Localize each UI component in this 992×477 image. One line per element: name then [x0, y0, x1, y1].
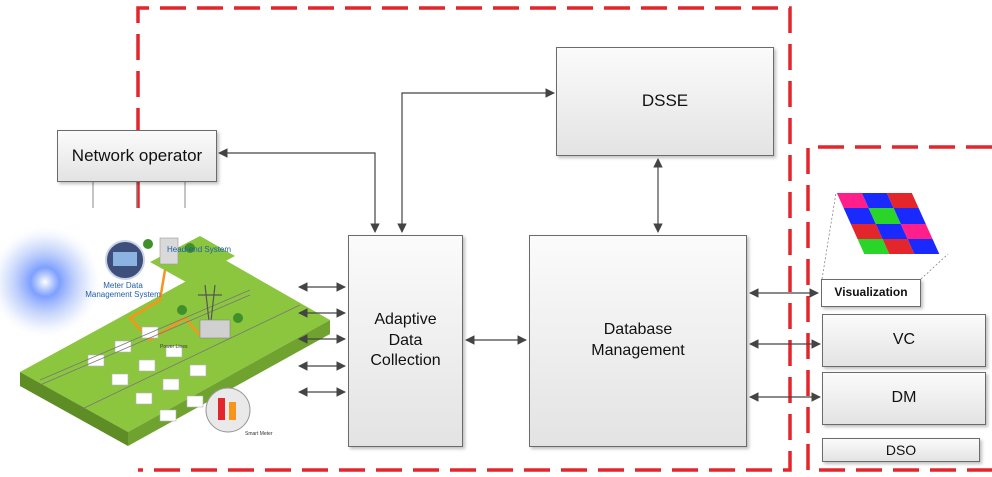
power-lines-label: Power Lines [160, 344, 188, 350]
dm-label: DM [891, 389, 917, 407]
dsse-box[interactable]: DSSE [556, 47, 774, 156]
meter-data-label-line: Management System [85, 290, 161, 299]
network-operator-label: Network operator [71, 145, 203, 165]
visualization-label: Visualization [834, 285, 908, 300]
vc-box[interactable]: VC [822, 314, 986, 367]
dm-box[interactable]: DM [822, 372, 986, 425]
network-operator-box[interactable]: Network operator [57, 130, 217, 182]
database-management-label: Database Management [591, 321, 685, 359]
dso-box[interactable]: DSO [822, 438, 980, 462]
adaptive-data-collection-label: Adaptive Data Collection [370, 310, 441, 370]
heatmap-thumbnail [821, 192, 949, 280]
connectors [218, 88, 821, 402]
database-management-box[interactable]: Database Management [529, 235, 747, 447]
vc-label: VC [892, 331, 916, 349]
arrow-network-operator-adc [218, 148, 380, 233]
meter-data-label-line: Meter Data [103, 281, 143, 290]
adaptive-data-collection-box[interactable]: Adaptive Data Collection [348, 235, 463, 447]
network-operator-legs [92, 182, 186, 208]
head-end-system-label: Head-end System [167, 245, 231, 254]
smart-meter-label: Smart Meter [245, 431, 273, 437]
dso-label: DSO [885, 441, 917, 458]
system-boundary [136, 6, 792, 472]
arrow-dsse-adc [397, 88, 555, 233]
dso-boundary [806, 145, 992, 472]
visualization-box[interactable]: Visualization [821, 279, 921, 307]
dsse-label: DSSE [641, 91, 689, 111]
